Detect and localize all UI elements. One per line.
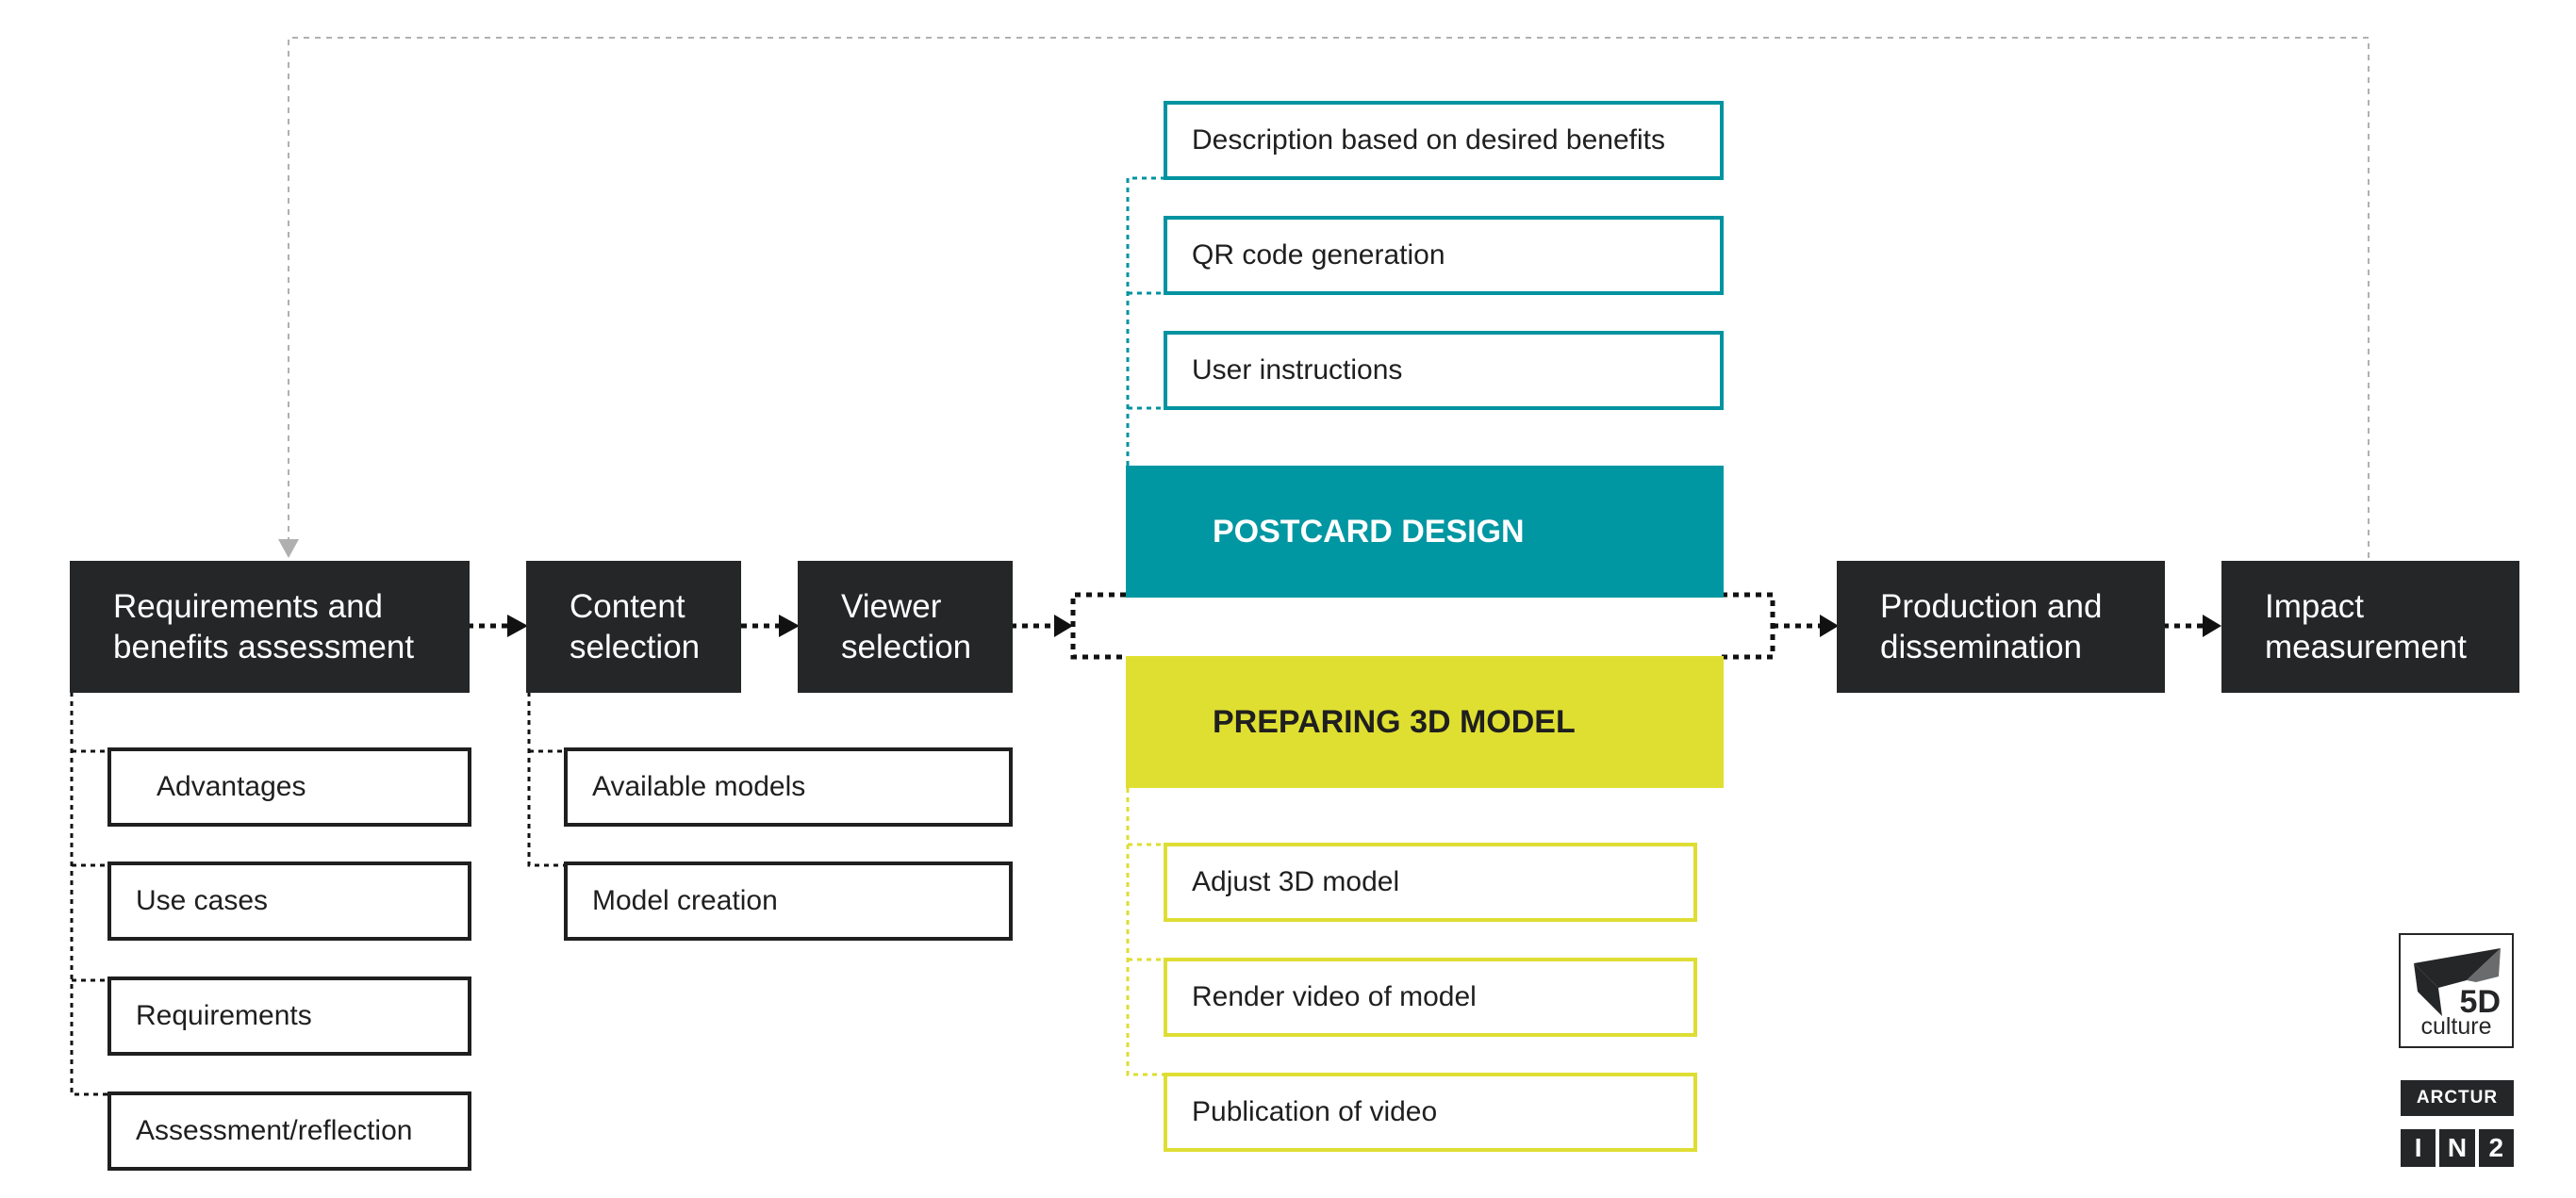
substep-assessment: Assessment/reflection bbox=[107, 1091, 471, 1171]
split-bracket-right bbox=[1722, 592, 1775, 660]
in2-letter: 2 bbox=[2478, 1129, 2514, 1167]
arctur-logo: ARCTUR bbox=[2401, 1080, 2514, 1116]
arrow-head-content bbox=[507, 615, 528, 637]
in2-letter: N bbox=[2439, 1129, 2475, 1167]
substep-model-creation: Model creation bbox=[564, 862, 1013, 941]
arrow-head-impact bbox=[2203, 615, 2221, 637]
substep-adjust-3d-model: Adjust 3D model bbox=[1164, 843, 1697, 922]
substep-user-instructions: User instructions bbox=[1164, 331, 1724, 410]
arrow-head-viewer bbox=[779, 615, 800, 637]
requirements-tree-line bbox=[70, 692, 109, 1096]
5d-mark-text: 5D bbox=[2460, 984, 2501, 1018]
split-bracket-left bbox=[1070, 592, 1126, 660]
5d-culture-logo: 5D culture bbox=[2399, 933, 2514, 1048]
in2-letter: I bbox=[2401, 1129, 2436, 1167]
substep-available-models: Available models bbox=[564, 747, 1013, 827]
band-preparing-3d-model: PREPARING 3D MODEL bbox=[1126, 656, 1724, 788]
band-postcard-design: POSTCARD DESIGN bbox=[1126, 466, 1724, 598]
arrow-head-production bbox=[1820, 615, 1839, 637]
in2-logo: I N 2 bbox=[2401, 1129, 2514, 1167]
substep-requirements: Requirements bbox=[107, 976, 471, 1056]
feedback-loop-line bbox=[288, 37, 2370, 558]
content-tree-line bbox=[527, 692, 566, 867]
substep-render-video: Render video of model bbox=[1164, 958, 1697, 1037]
arrow-head-split bbox=[1054, 615, 1073, 637]
substep-qr-code: QR code generation bbox=[1164, 216, 1724, 295]
substep-description: Description based on desired benefits bbox=[1164, 101, 1724, 180]
postcard-tree-line bbox=[1126, 176, 1165, 466]
culture-word: culture bbox=[2420, 1013, 2492, 1040]
substep-advantages: Advantages bbox=[107, 747, 471, 827]
feedback-arrow-head bbox=[278, 539, 299, 558]
model-tree-line bbox=[1126, 788, 1165, 1076]
substep-use-cases: Use cases bbox=[107, 862, 471, 941]
5d-cube-icon: 5D bbox=[2414, 948, 2501, 1018]
substep-publication-video: Publication of video bbox=[1164, 1073, 1697, 1152]
